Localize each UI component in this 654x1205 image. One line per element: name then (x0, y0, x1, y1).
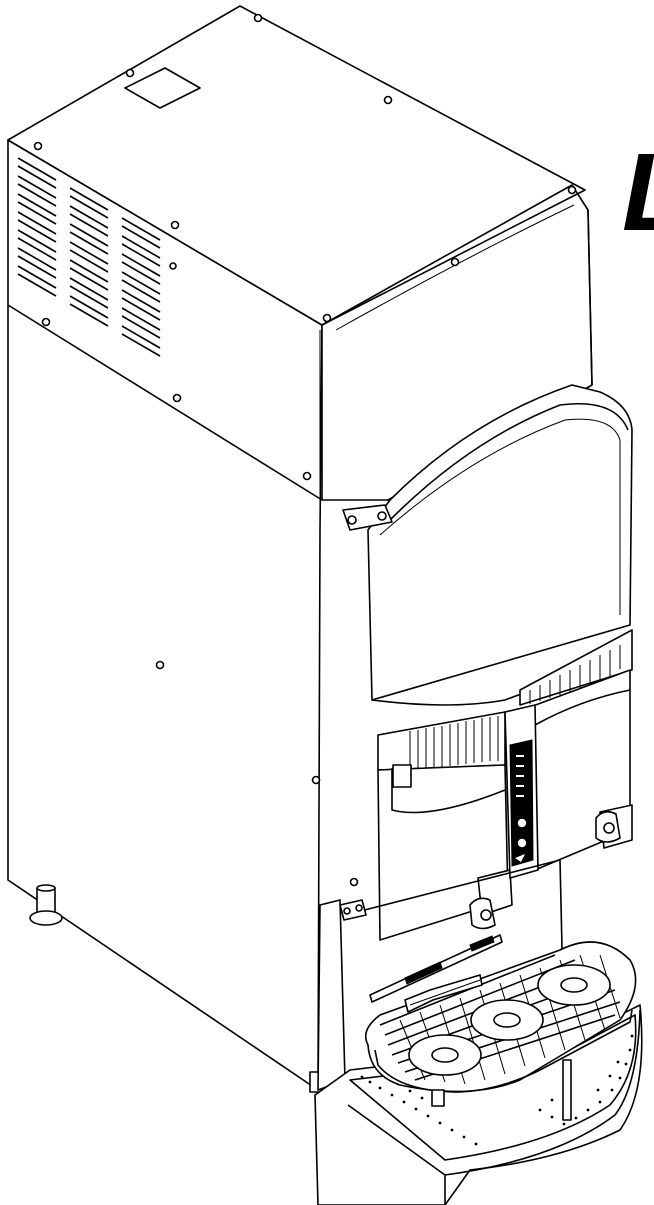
side-screws (41, 262, 359, 887)
control-panel-face (509, 739, 534, 867)
right-collar (519, 629, 633, 706)
float-switch (404, 974, 483, 1013)
control-knob-lower[interactable] (516, 837, 528, 849)
canisters (377, 669, 633, 941)
ribbed-collars (377, 629, 633, 771)
hood-shell (367, 384, 633, 701)
grate-foot (431, 1089, 445, 1107)
left-canister-handle[interactable] (392, 764, 412, 788)
vent-louvers (17, 157, 161, 357)
lid-access-plate (124, 67, 201, 109)
control-knob-upper[interactable] (516, 817, 528, 829)
drip-grate[interactable] (364, 941, 637, 1107)
right-spout[interactable] (595, 804, 633, 849)
logo-triangle-icon (515, 854, 525, 862)
cabinet-feet (29, 884, 327, 1093)
left-spout[interactable] (469, 869, 513, 930)
tray-inner-post (562, 1059, 572, 1121)
control-panel (504, 704, 539, 879)
cup-rings (408, 964, 611, 1076)
left-support-post (317, 899, 346, 1091)
warning-label (369, 934, 503, 1003)
lid-screws (33, 13, 577, 323)
front-hood (342, 384, 633, 706)
corner-letter: L (622, 131, 654, 254)
hinge-bracket (342, 504, 393, 531)
control-indicators (516, 755, 524, 797)
cabinet-body (7, 5, 593, 1093)
